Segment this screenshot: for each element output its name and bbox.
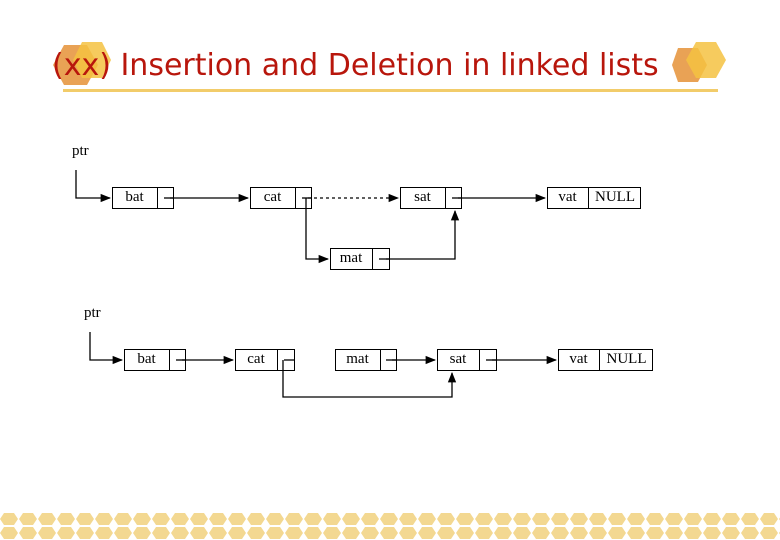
insertion-link-mat-sat [386,209,460,260]
deletion-node-cat-data: cat [235,349,278,371]
deletion-ptr-arrow [89,332,124,365]
insertion-node-cat-data: cat [250,187,296,209]
right-hex-decoration [672,42,726,82]
deletion-node-sat-data: sat [437,349,480,371]
insertion-null-link: NULL [595,189,635,205]
deletion-node-vat-data: vat [558,349,600,371]
insertion-node-vat-data: vat [547,187,589,209]
deletion-node-bat-data: bat [124,349,170,371]
footer-decoration [0,512,780,540]
slide-title: (xx) Insertion and Deletion in linked li… [52,48,659,83]
insertion-new-node-mat-data: mat [330,248,373,270]
deletion-node-vat [558,349,653,371]
insertion-ptr-label: ptr [72,143,89,159]
insertion-node-sat-data: sat [400,187,446,209]
insertion-node-vat [547,187,641,209]
left-hex-decoration [53,42,111,85]
insertion-node-bat-data: bat [112,187,158,209]
deletion-null-link: NULL [606,351,647,367]
insertion-ptr-arrow [75,170,112,203]
deletion-node-mat-data: mat [335,349,381,371]
deletion-ptr-label: ptr [84,305,101,321]
insertion-link-cat-mat [305,198,330,264]
title-underline [63,89,718,92]
deletion-link-cat-sat [282,360,457,398]
